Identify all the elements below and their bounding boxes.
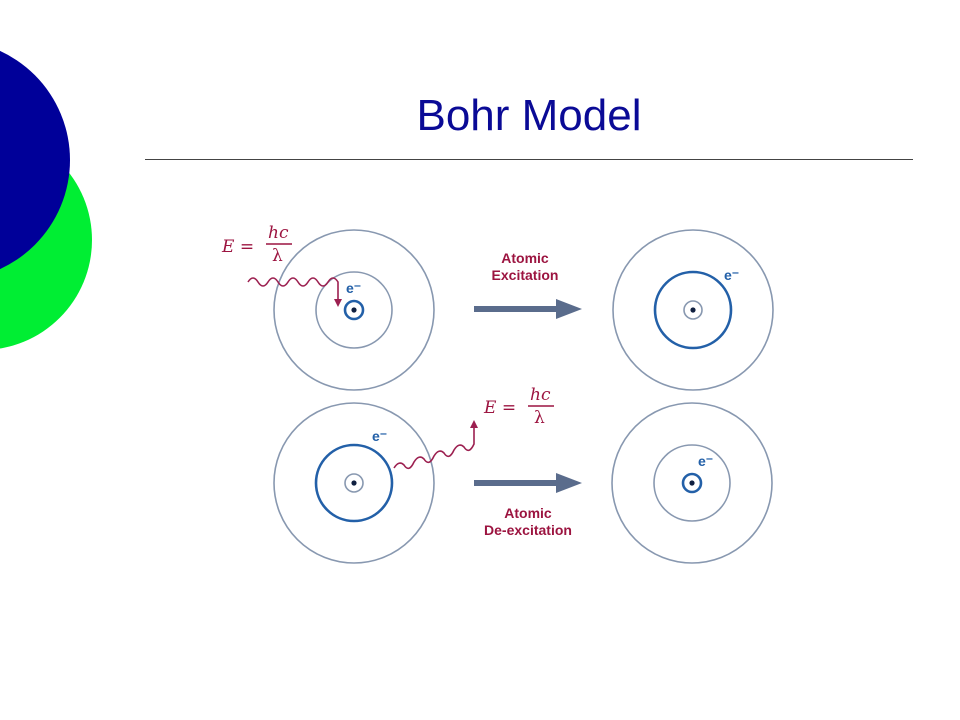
atom-before-deexcitation [274,403,434,563]
excitation-arrow [474,299,582,319]
energy-equation-absorbed: E = hc λ [221,223,292,266]
electron-label: e⁻ [372,428,387,444]
deexcitation-label-line1: Atomic [504,505,552,521]
nucleus [351,307,356,312]
excitation-label-line2: Excitation [492,267,559,283]
emitted-photon-wave [394,422,474,468]
equation-lhs: E = [483,398,516,418]
nucleus [351,480,356,485]
electron-label: e⁻ [698,453,713,469]
equation-denominator: λ [534,408,545,428]
equation-denominator: λ [272,246,283,266]
deexcitation-label-line2: De-excitation [484,522,572,538]
electron-label: e⁻ [724,267,739,283]
arrow-shaft [474,480,560,486]
atom-excited [613,230,773,390]
nucleus [690,307,695,312]
arrow-head [556,473,582,493]
excitation-label-line1: Atomic [501,250,549,266]
equation-numerator: hc [268,223,289,243]
energy-equation-emitted: E = hc λ [483,385,554,428]
arrow-head [556,299,582,319]
equation-lhs: E = [221,237,254,257]
equation-numerator: hc [530,385,551,405]
atom-ground-state [612,403,772,563]
incoming-photon-wave [248,278,338,305]
electron-label: e⁻ [346,280,361,296]
deexcitation-arrow [474,473,582,493]
arrow-shaft [474,306,560,312]
nucleus [689,480,694,485]
atom-before-excitation [274,230,434,390]
